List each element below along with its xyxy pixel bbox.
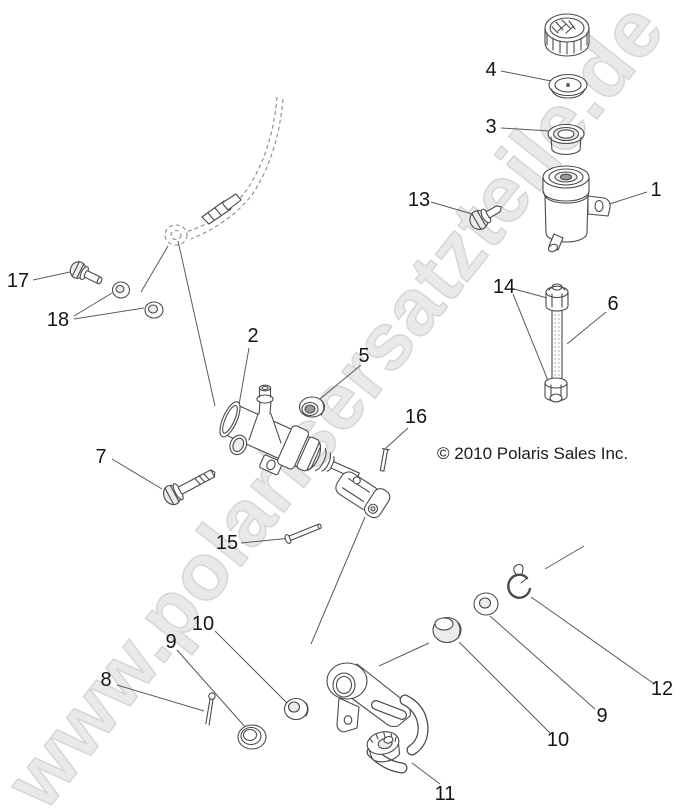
e-clip (507, 563, 532, 599)
callout-12: 12 (651, 678, 673, 700)
callout-leader-14 (512, 293, 550, 384)
banjo-bolt (469, 205, 503, 230)
copyright-text: © 2010 Polaris Sales Inc. (437, 444, 629, 463)
callout-16: 16 (405, 406, 427, 428)
washer-9-right (473, 592, 499, 616)
callout-13: 13 (408, 189, 430, 211)
callout-leader-9 (176, 649, 247, 729)
hose-crimp-fitting (201, 193, 242, 225)
callout-10: 10 (547, 729, 569, 751)
callout-4: 4 (485, 59, 496, 81)
reservoir-body (542, 165, 611, 253)
callout-9: 9 (165, 631, 176, 653)
callout-leader-14 (513, 288, 552, 300)
callout-2: 2 (247, 325, 258, 347)
washer-18b (144, 301, 164, 319)
callout-11: 11 (435, 783, 456, 805)
washer-10-left (283, 697, 309, 721)
callout-10: 10 (192, 613, 214, 635)
reservoir-mount-stud (544, 283, 569, 403)
cotter-pin (205, 692, 216, 726)
assembly-line (140, 245, 169, 293)
brake-pedal-assembly (326, 662, 429, 774)
clevis (335, 471, 391, 519)
callout-leader-18 (73, 307, 145, 320)
callout-leader-9 (489, 615, 596, 710)
callout-9: 9 (596, 705, 607, 727)
callout-18: 18 (47, 309, 69, 331)
callout-leader-17 (32, 271, 71, 281)
stud-nut-top (545, 283, 569, 312)
callout-leader-7 (111, 458, 163, 490)
callout-15: 15 (216, 532, 238, 554)
pedal-spline-bushing (366, 731, 401, 763)
callout-leader-3 (500, 127, 551, 132)
assembly-line (310, 516, 366, 645)
callout-6: 6 (607, 293, 618, 315)
callout-leader-4 (500, 70, 552, 82)
callout-leader-10 (458, 641, 551, 734)
callout-leader-15 (240, 537, 292, 544)
master-cylinder-port (248, 384, 282, 444)
callout-leader-18 (73, 292, 113, 317)
callout-leader-10 (214, 630, 290, 706)
pin-16 (379, 448, 390, 472)
assembly-lines (32, 70, 654, 785)
callout-leader-12 (530, 596, 654, 684)
callout-3: 3 (485, 116, 496, 138)
callout-5: 5 (358, 345, 369, 367)
callout-14: 14 (493, 276, 515, 298)
callout-17: 17 (7, 270, 29, 292)
callout-leader-5 (319, 364, 362, 400)
callout-leader-8 (116, 684, 205, 712)
stud-nut-bottom (544, 377, 568, 403)
assembly-line (177, 240, 216, 407)
washer-18a (111, 281, 131, 299)
grommet (298, 396, 326, 418)
reservoir-diaphragm (547, 123, 585, 156)
callout-leader-6 (566, 311, 607, 345)
bolt-7 (162, 469, 216, 506)
assembly-line (544, 545, 585, 570)
callout-leader-13 (430, 201, 473, 215)
washer-9-left (237, 724, 267, 750)
clevis-pin (284, 523, 322, 544)
callout-leader-16 (385, 427, 409, 449)
callout-8: 8 (100, 669, 111, 691)
master-cylinder (219, 384, 391, 519)
bolt-17 (69, 261, 103, 285)
bushing-cap-10-right (432, 616, 462, 644)
callout-leader-11 (411, 762, 441, 785)
reservoir-cap (544, 13, 590, 57)
callout-1: 1 (650, 179, 661, 201)
brake-hose (164, 96, 284, 246)
callout-7: 7 (95, 446, 106, 468)
assembly-line (378, 642, 430, 667)
reservoir-diaphragm-plate (548, 73, 588, 99)
